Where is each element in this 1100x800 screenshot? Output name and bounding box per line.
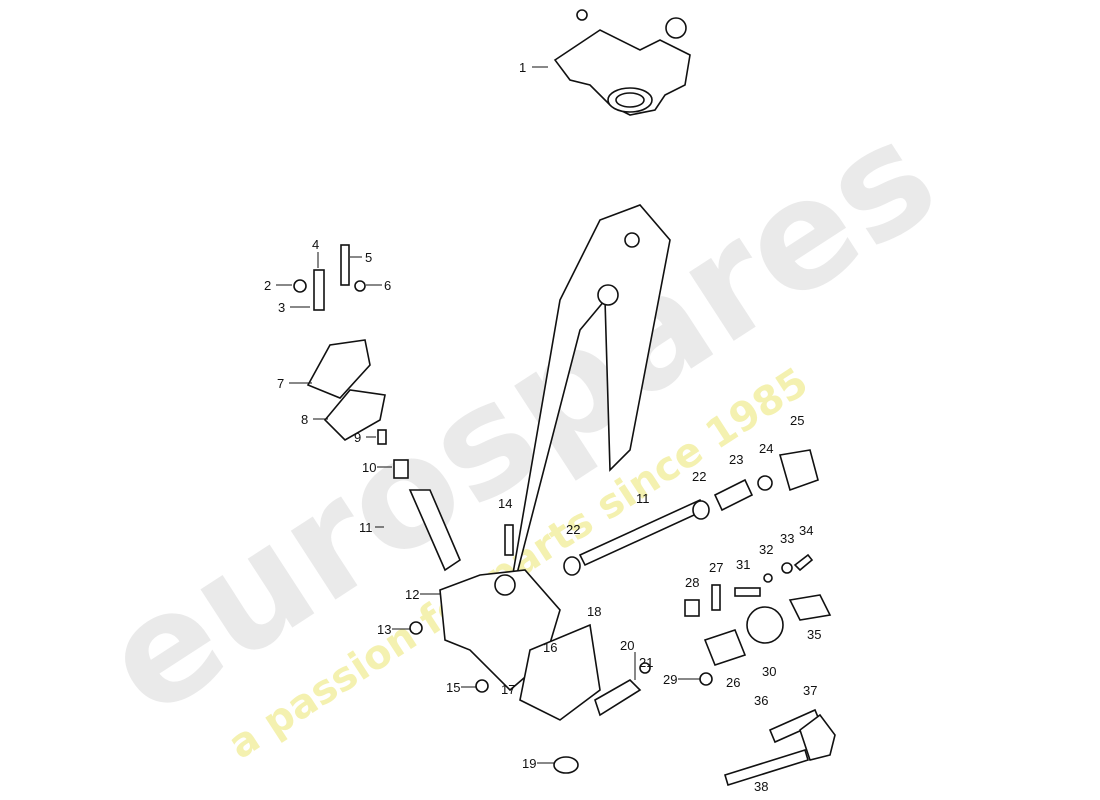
callout-8: 8	[301, 412, 308, 427]
callout-3: 3	[278, 300, 285, 315]
callout-20: 20	[620, 638, 634, 653]
callout-17: 17	[501, 682, 515, 697]
callout-30: 30	[762, 664, 776, 679]
callout-34: 34	[799, 523, 813, 538]
sector-shaft	[393, 459, 461, 572]
callout-33: 33	[780, 531, 794, 546]
callout-7: 7	[277, 376, 284, 391]
callout-23: 23	[729, 452, 743, 467]
callout-15: 15	[446, 680, 460, 695]
callout-16: 16	[543, 640, 557, 655]
coupling-parts	[684, 553, 836, 787]
callout-29: 29	[663, 672, 677, 687]
callout-5: 5	[365, 250, 372, 265]
callout-19: 19	[522, 756, 536, 771]
callout-2: 2	[264, 278, 271, 293]
callout-28: 28	[685, 575, 699, 590]
callout-27: 27	[709, 560, 723, 575]
callout-31: 31	[736, 557, 750, 572]
callout-11b: 11	[636, 491, 650, 506]
steering-housing	[409, 524, 651, 774]
callout-13: 13	[377, 622, 391, 637]
callout-25: 25	[790, 413, 804, 428]
callout-35: 35	[807, 627, 821, 642]
callout-labels: 1 2 3 4 5 6 7 8 9 10 11 11 12 13 14 15 1…	[264, 60, 821, 794]
callout-18: 18	[587, 604, 601, 619]
pitman-arm	[504, 204, 671, 621]
callout-37: 37	[803, 683, 817, 698]
callout-4: 4	[312, 237, 319, 252]
callout-10: 10	[362, 460, 376, 475]
callout-14: 14	[498, 496, 512, 511]
callout-12: 12	[405, 587, 419, 602]
callout-22b: 22	[692, 469, 706, 484]
callout-22a: 22	[566, 522, 580, 537]
callout-1: 1	[519, 60, 526, 75]
callout-32: 32	[759, 542, 773, 557]
leader-lines	[276, 66, 700, 764]
callout-26: 26	[726, 675, 740, 690]
callout-24: 24	[759, 441, 773, 456]
worm-shaft	[563, 449, 819, 576]
callout-9: 9	[354, 430, 361, 445]
cover-plate	[293, 244, 387, 445]
callout-11a: 11	[359, 520, 373, 535]
callout-21: 21	[639, 655, 653, 670]
callout-36: 36	[754, 693, 768, 708]
steering-box-assembly	[553, 9, 691, 116]
callout-6: 6	[384, 278, 391, 293]
callout-38: 38	[754, 779, 768, 794]
